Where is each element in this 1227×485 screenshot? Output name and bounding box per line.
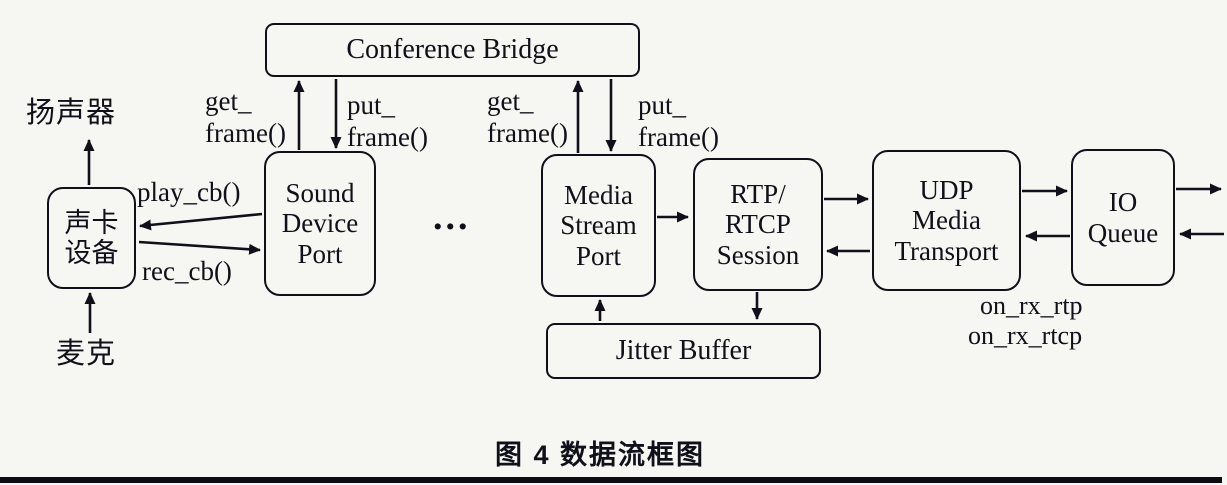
node-udp-media-transport: UDP Media Transport bbox=[872, 150, 1021, 291]
node-jitter-buffer: Jitter Buffer bbox=[546, 323, 821, 379]
arrow-play-cb-port-to-soundcard bbox=[139, 212, 263, 231]
label-get-frame-media: get_ frame() bbox=[487, 86, 568, 148]
label-rec-cb: rec_cb() bbox=[142, 256, 232, 286]
label-on-rx-rtp: on_rx_rtp bbox=[980, 291, 1083, 320]
endpoint-microphone: 麦克 bbox=[56, 338, 117, 370]
endpoint-speaker: 扬声器 bbox=[26, 97, 117, 129]
node-rtp-rtcp-session: RTP/ RTCP Session bbox=[693, 158, 823, 291]
figure-caption: 图 4 数据流框图 bbox=[494, 440, 706, 470]
node-media-stream-port: Media Stream Port bbox=[541, 154, 656, 297]
node-sound-card-device: 声卡 设备 bbox=[47, 187, 136, 289]
ellipsis: ... bbox=[433, 196, 471, 238]
label-put-frame-sound: put_ frame() bbox=[347, 90, 428, 152]
node-sound-device-port: Sound Device Port bbox=[264, 151, 376, 296]
node-io-queue: IO Queue bbox=[1071, 149, 1175, 286]
label-put-frame-media: put_ frame() bbox=[638, 90, 719, 152]
label-get-frame-sound: get_ frame() bbox=[205, 86, 286, 148]
label-play-cb: play_cb() bbox=[137, 177, 241, 207]
node-conference-bridge: Conference Bridge bbox=[265, 23, 640, 77]
label-on-rx-rtcp: on_rx_rtcp bbox=[968, 321, 1083, 350]
arrow-rec-cb-soundcard-to-port bbox=[138, 240, 261, 255]
scan-edge-line bbox=[0, 477, 1222, 483]
